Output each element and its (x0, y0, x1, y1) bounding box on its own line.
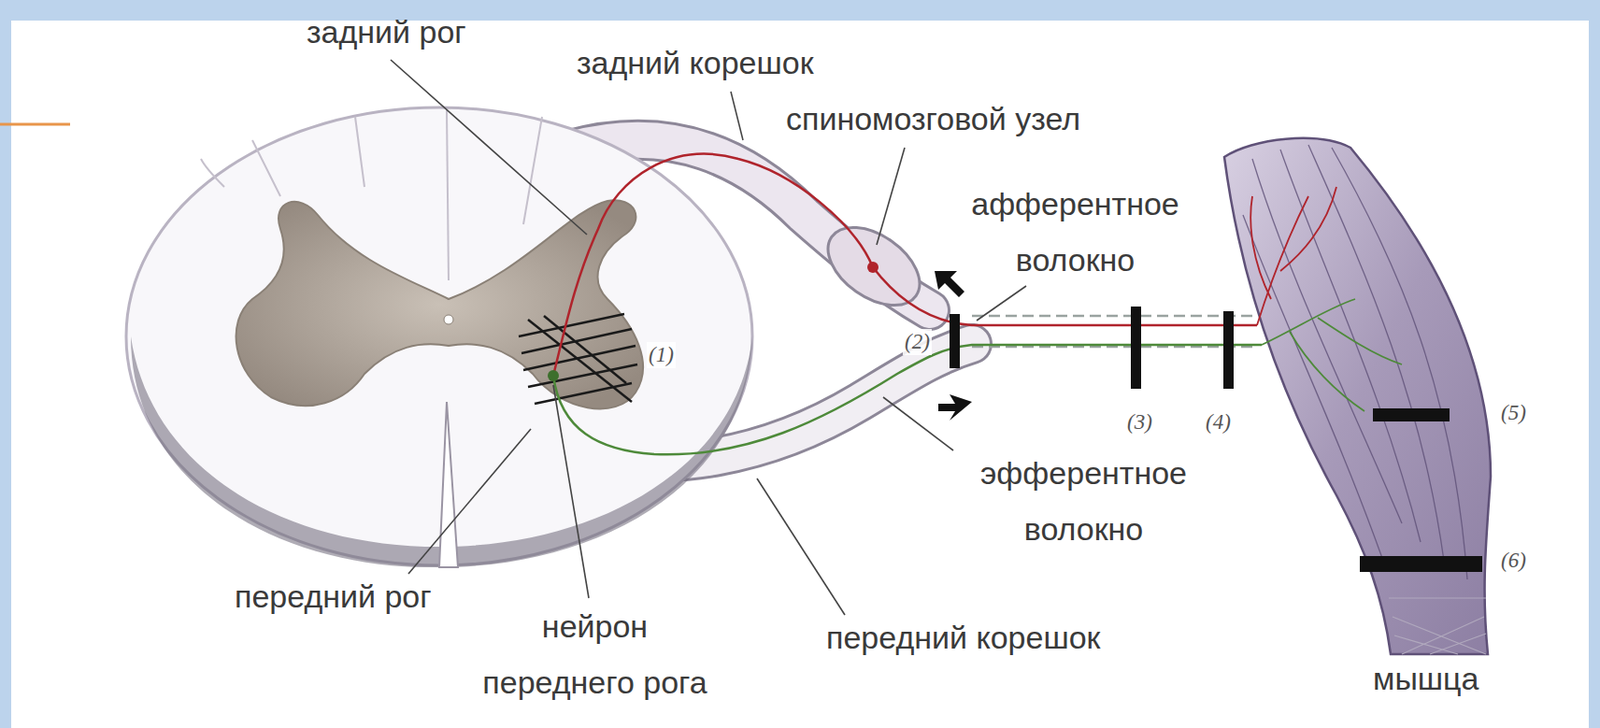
leader-line (553, 385, 589, 599)
part-label: мышца (1372, 659, 1479, 699)
hatch-line (528, 364, 638, 387)
cord-septa (200, 110, 543, 281)
leader-line (757, 478, 845, 615)
part-label: спиномозговой узел (785, 100, 1081, 139)
septum-line (200, 158, 225, 187)
nerve-trunk (971, 315, 1258, 347)
callout-number: (6) (1499, 547, 1529, 574)
section-bar (1372, 408, 1450, 422)
hatch-line (534, 383, 632, 404)
section-bar (949, 314, 960, 369)
leader-line (976, 285, 1027, 321)
part-label: афферентное волокно (970, 175, 1181, 288)
leader-lines (390, 59, 1027, 615)
ganglion-cell (867, 261, 879, 273)
motor-neuron (547, 370, 559, 382)
part-label: задний рог (306, 13, 467, 52)
part-label: передний корешок (826, 618, 1100, 658)
part-label: нейрон переднего рога (482, 598, 708, 711)
lesion-hatch (518, 314, 638, 404)
hatch-line (523, 345, 636, 371)
grey-matter (236, 200, 643, 409)
muscle-fibres (1242, 144, 1468, 580)
muscle (1224, 138, 1491, 655)
septum-line (523, 116, 543, 225)
fibre-line (1242, 214, 1384, 561)
callout-number: (5) (1499, 400, 1529, 427)
direction-arrow (934, 271, 965, 298)
leader-line (876, 147, 905, 245)
callout-number: (3) (1125, 409, 1155, 436)
part-label: задний корешок (576, 43, 815, 83)
afferent-fibre (553, 154, 1258, 376)
callout-number: (2) (902, 328, 932, 356)
septum-line (446, 110, 449, 281)
nerve-dash (971, 314, 1258, 318)
section-bar (1359, 556, 1483, 572)
accent-line (0, 123, 71, 127)
leader-line (390, 59, 587, 235)
callout-number: (1) (646, 342, 676, 369)
anterior-fissure (439, 401, 458, 568)
cord-shading (130, 336, 753, 568)
hatch-line (528, 319, 632, 402)
afferent-endings (1250, 186, 1337, 326)
tendon-line (1388, 598, 1486, 655)
page-ground (11, 20, 1589, 728)
part-label: эфферентное волокно (979, 444, 1188, 558)
section-bar (1223, 311, 1234, 389)
hatch-line (543, 315, 627, 384)
leader-line (408, 428, 531, 574)
central-canal (443, 314, 454, 325)
callout-number: (4) (1203, 409, 1233, 436)
tendon-net (1388, 598, 1486, 655)
section-bar (1130, 306, 1142, 389)
septum-line (252, 140, 281, 197)
fibre-line (1280, 149, 1421, 543)
leader-line (883, 397, 954, 451)
part-label: передний рог (234, 577, 432, 616)
leader-line (730, 91, 743, 141)
efferent-endings (1261, 299, 1402, 412)
direction-arrow (938, 394, 972, 421)
spinal-ganglion (814, 211, 934, 321)
septum-line (355, 116, 365, 187)
